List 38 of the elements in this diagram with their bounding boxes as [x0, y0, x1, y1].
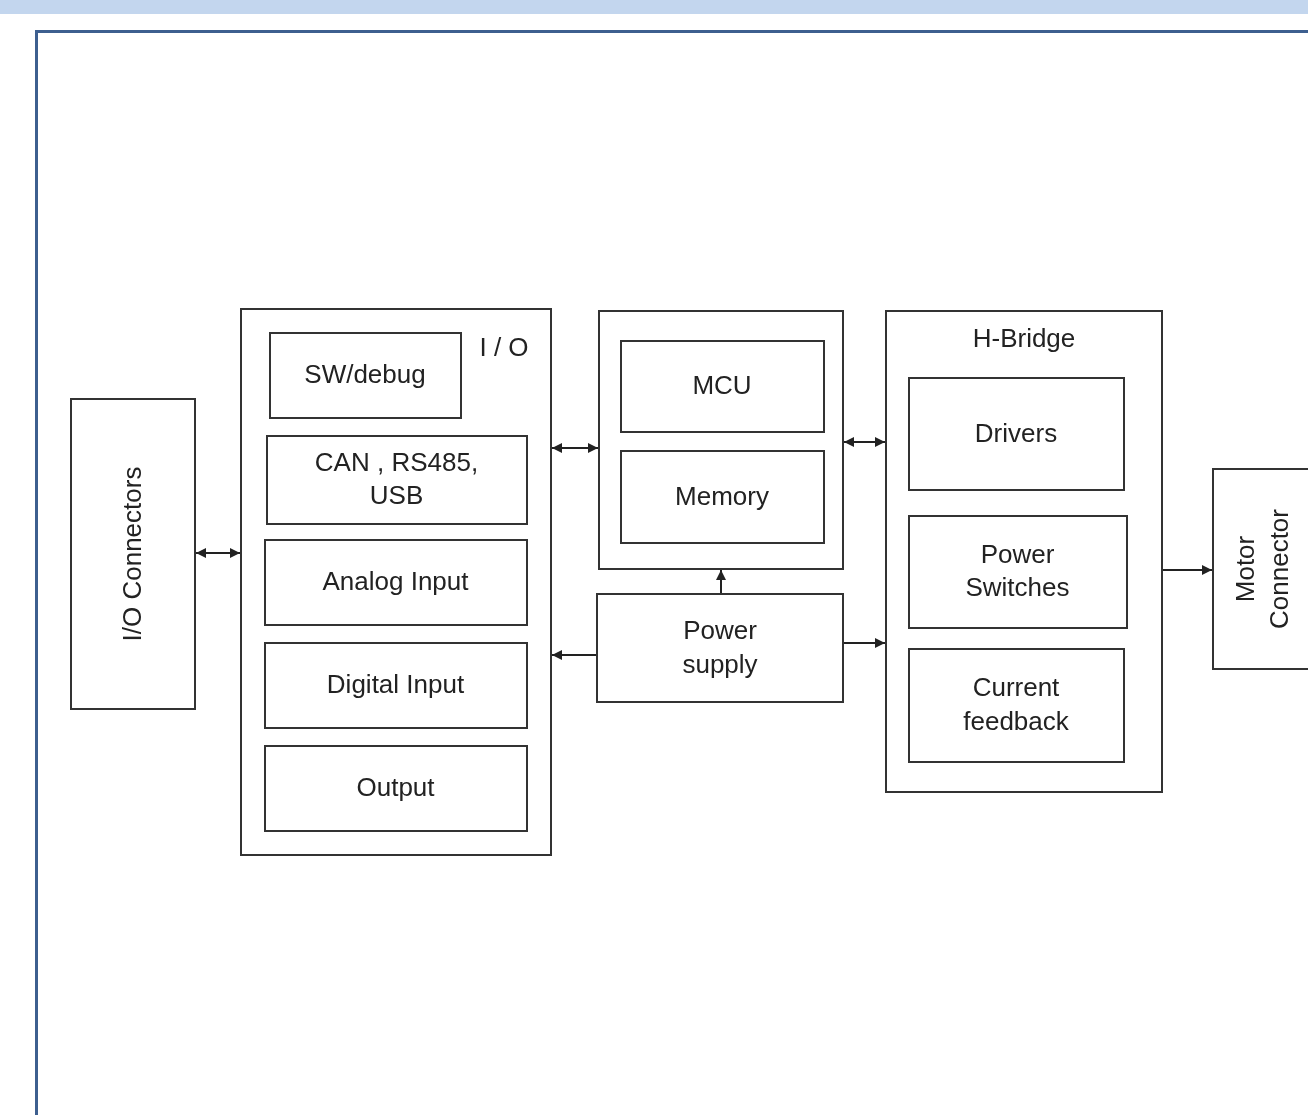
block-box	[907, 514, 1128, 629]
block-label: Power supply	[681, 614, 759, 681]
block-label: Current feedback	[962, 671, 1070, 738]
block-box	[265, 434, 528, 525]
connector-arrow	[195, 548, 241, 558]
block-label: CAN , RS485, USB	[313, 445, 480, 513]
block-label: Output	[355, 771, 436, 805]
connector-arrow	[843, 638, 886, 648]
block-box	[619, 449, 825, 544]
block-box	[70, 398, 196, 710]
group-box	[240, 308, 552, 856]
block-box	[268, 331, 462, 419]
connector-arrow	[551, 650, 597, 660]
block-label: Power Switches	[964, 537, 1071, 605]
block-box	[596, 593, 844, 703]
connector-arrow	[843, 437, 886, 447]
block-box	[263, 538, 528, 626]
block-label: SW/debug	[303, 358, 427, 392]
connector-arrow	[716, 569, 726, 594]
block-label: Memory	[674, 479, 770, 513]
block-label: Motor Connector	[1229, 508, 1295, 631]
group-box	[885, 310, 1163, 793]
block-box	[907, 647, 1125, 763]
block-box	[907, 376, 1125, 491]
connector-arrow	[1162, 565, 1213, 575]
block-label: I/O Connectors	[116, 466, 149, 642]
block-label: Drivers	[973, 416, 1059, 450]
connector-arrow	[551, 443, 599, 453]
group-box	[598, 310, 844, 570]
group-title: H-Bridge	[971, 322, 1077, 355]
block-box	[263, 744, 528, 832]
block-box	[1212, 468, 1308, 670]
block-box	[263, 641, 528, 729]
block-label: Analog Input	[321, 565, 470, 599]
block-box	[619, 339, 825, 433]
group-title: I / O	[478, 331, 530, 365]
block-label: Digital Input	[325, 668, 466, 702]
block-label: MCU	[691, 369, 753, 403]
